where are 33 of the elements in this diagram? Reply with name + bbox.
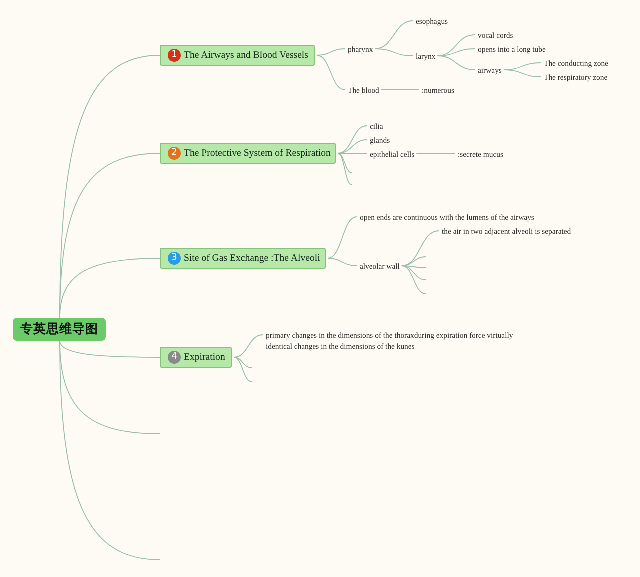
connector-line xyxy=(234,334,264,358)
topic-box xyxy=(160,248,326,269)
topic-title: Expiration xyxy=(184,352,226,363)
connector-line xyxy=(234,357,252,368)
connector-line xyxy=(338,126,368,154)
connector-line xyxy=(328,216,358,259)
number-badge: 4 xyxy=(168,351,181,364)
number-badge: 3 xyxy=(168,252,181,265)
topic-title: The Protective System of Respiration xyxy=(184,148,331,159)
connector-line xyxy=(60,258,160,318)
connector-line xyxy=(328,258,358,266)
root-box: 专英思维导图 xyxy=(13,318,106,341)
connector-line xyxy=(374,48,414,56)
connector-line xyxy=(60,340,160,560)
connector-line xyxy=(316,55,346,90)
connector-line xyxy=(401,266,426,268)
topic-box xyxy=(160,143,336,164)
connector-line xyxy=(234,357,252,382)
connector-line xyxy=(338,153,352,174)
connector-line xyxy=(401,266,426,294)
topic-title: The Airways and Blood Vessels xyxy=(184,50,308,61)
number-badge: 2 xyxy=(168,147,181,160)
topic-title: Site of Gas Exchange :The Alveoli xyxy=(184,253,320,264)
number-badge: 1 xyxy=(168,49,181,62)
connector-line xyxy=(316,48,346,56)
connector-line xyxy=(60,340,160,358)
connector-line xyxy=(437,56,476,70)
topic-box xyxy=(160,45,315,66)
connector-line xyxy=(338,153,368,154)
connector-line xyxy=(401,266,426,280)
connector-line xyxy=(338,153,352,186)
topic-box xyxy=(160,347,232,368)
connector-line xyxy=(503,70,542,78)
